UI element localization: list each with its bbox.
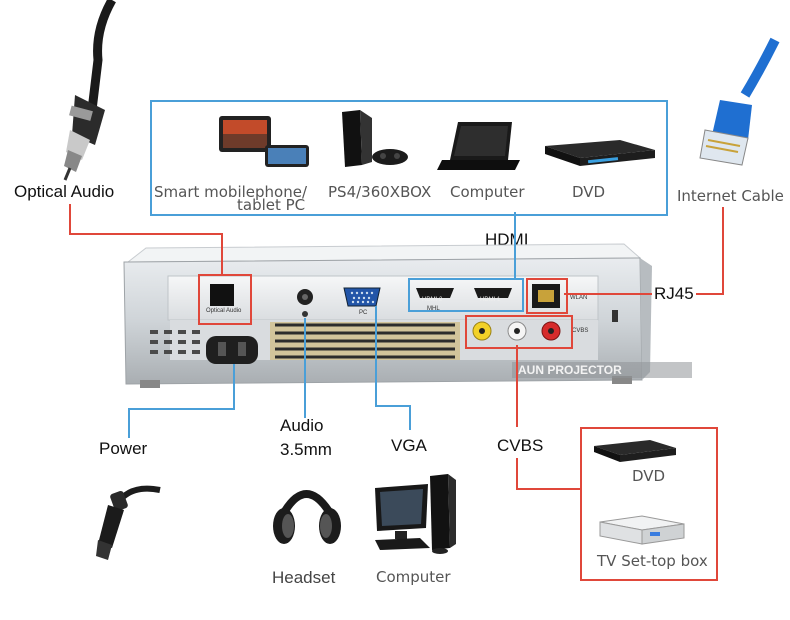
- internet-cable-label: Internet Cable: [677, 187, 784, 205]
- power-connector-line-h: [128, 408, 235, 410]
- rj45-port-highlight: [526, 278, 568, 314]
- hdmi-port-highlight: [408, 278, 524, 312]
- cvbs-devices-box: [580, 427, 718, 581]
- power-label: Power: [99, 439, 148, 458]
- hdmi-label: HDMI: [485, 230, 529, 249]
- hdmi-device-smart-label-1: Smart mobilephone/: [154, 183, 308, 201]
- internet-connector-line-v: [722, 207, 724, 294]
- hdmi2-port-label: HDMI 2: [422, 297, 443, 303]
- mhl-port-label: MHL: [427, 306, 440, 312]
- cvbs-connector-line-v2: [516, 458, 518, 490]
- cvbs-connector-line-h: [516, 488, 580, 490]
- cvbs-port-label: CVBS: [572, 328, 589, 334]
- hdmi-connector-line: [514, 212, 516, 279]
- hdmi-device-ps4-label: PS4/360XBOX: [328, 183, 432, 201]
- audio-connector-line: [304, 318, 306, 418]
- headset-label: Headset: [272, 568, 336, 587]
- optical-port-label: Optical Audio: [206, 308, 242, 314]
- cvbs-connector-line-v: [516, 345, 518, 427]
- rj45-label: RJ45: [654, 284, 694, 303]
- rj45-connector-line-2: [696, 293, 724, 295]
- optical-connector-line-v: [221, 233, 223, 275]
- wlan-port-label: WLAN: [570, 295, 588, 301]
- power-connector-line-v2: [128, 408, 130, 438]
- computer-bottom-label: Computer: [376, 568, 451, 586]
- pc-port-label: PC: [359, 310, 368, 316]
- optical-audio-label: Optical Audio: [14, 182, 115, 201]
- cvbs-dvd-label: DVD: [632, 467, 666, 485]
- hdmi1-port-label: HDMI 1: [480, 297, 501, 303]
- cvbs-port-highlight: [465, 315, 573, 349]
- vga-connector-line-v2: [409, 405, 411, 430]
- rj45-connector-line: [564, 293, 652, 295]
- watermark: AUN PROJECTOR: [518, 363, 622, 377]
- vga-label: VGA: [391, 436, 427, 455]
- vga-connector-line-v: [375, 306, 377, 406]
- hdmi-devices-box: [150, 100, 668, 216]
- power-connector-line-v: [233, 364, 235, 410]
- optical-connector-line: [69, 204, 71, 234]
- audio-label-2: 3.5mm: [280, 440, 332, 459]
- vga-connector-line-h: [375, 405, 411, 407]
- hdmi-device-smart-label-2: tablet PC: [237, 196, 306, 214]
- audio-label-1: Audio: [280, 416, 324, 435]
- hdmi-device-computer-label: Computer: [450, 183, 525, 201]
- hdmi-device-dvd-label: DVD: [572, 183, 606, 201]
- cvbs-label: CVBS: [497, 436, 544, 455]
- optical-connector-line-h: [69, 233, 222, 235]
- optical-port-highlight: [198, 274, 252, 325]
- cvbs-settop-label: TV Set-top box: [597, 552, 708, 570]
